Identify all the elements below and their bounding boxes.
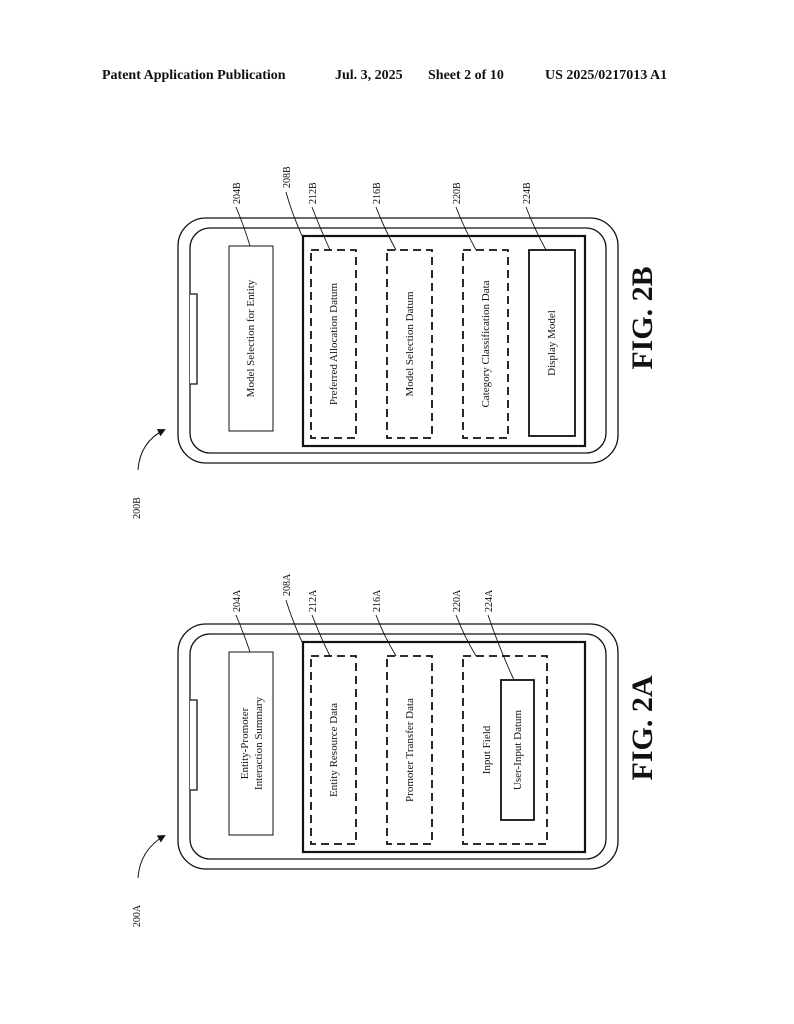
leader-204a bbox=[235, 614, 251, 653]
user-input-datum-label: User-Input Datum bbox=[512, 709, 524, 790]
interaction-summary-line2: Interaction Summary bbox=[253, 696, 265, 790]
user-input-datum-box bbox=[500, 679, 535, 821]
publication-label: Patent Application Publication bbox=[102, 68, 286, 83]
page-header: Patent Application Publication Jul. 3, 2… bbox=[0, 68, 794, 88]
display-model-box bbox=[528, 249, 576, 437]
allocation-datum-label: Preferred Allocation Datum bbox=[328, 282, 340, 405]
leader-208a bbox=[285, 599, 304, 645]
ref-212a: 212A bbox=[308, 589, 319, 612]
ref-200b: 200B bbox=[132, 497, 143, 519]
leader-204b bbox=[235, 206, 251, 247]
model-selection-label: Model Selection for Entity bbox=[245, 279, 257, 397]
main-panel-2b bbox=[301, 234, 587, 448]
leader-220b bbox=[455, 206, 477, 251]
ref-208a: 208A bbox=[282, 573, 293, 596]
leader-220a bbox=[455, 614, 477, 657]
ref-212b: 212B bbox=[308, 182, 319, 204]
interaction-summary-line1: Entity-Promoter bbox=[239, 707, 251, 779]
publication-number: US 2025/0217013 A1 bbox=[545, 68, 668, 83]
interaction-summary-box bbox=[228, 651, 274, 836]
model-selection-datum-box bbox=[386, 249, 433, 439]
leader-212b bbox=[311, 206, 331, 251]
leader-216b bbox=[375, 206, 397, 251]
category-classification-box bbox=[462, 249, 509, 439]
ref-220b: 220B bbox=[452, 182, 463, 204]
ref-224b: 224B bbox=[522, 182, 533, 204]
ref-208b: 208B bbox=[282, 166, 293, 188]
entity-resource-box bbox=[310, 655, 357, 845]
input-field-box bbox=[462, 655, 548, 845]
promoter-transfer-box bbox=[386, 655, 433, 845]
allocation-datum-box bbox=[310, 249, 357, 439]
figure-2b: Model Selection for Entity Preferred All… bbox=[132, 166, 659, 519]
leader-224b bbox=[525, 206, 547, 251]
promoter-transfer-label: Promoter Transfer Data bbox=[404, 698, 416, 802]
ref-216b: 216B bbox=[372, 182, 383, 204]
publication-date: Jul. 3, 2025 bbox=[335, 68, 403, 83]
input-field-label: Input Field bbox=[481, 725, 493, 774]
arrow-200b bbox=[137, 429, 166, 471]
leader-216a bbox=[375, 614, 397, 657]
ref-224a: 224A bbox=[484, 589, 495, 612]
device-outline-2a bbox=[177, 623, 619, 870]
device-notch-2a bbox=[190, 699, 198, 791]
ref-204a: 204A bbox=[232, 589, 243, 612]
ref-204b: 204B bbox=[232, 182, 243, 204]
arrow-200a bbox=[137, 834, 166, 879]
sheet-number: Sheet 2 of 10 bbox=[428, 68, 504, 83]
device-outline-2b bbox=[177, 217, 619, 464]
entity-resource-label: Entity Resource Data bbox=[328, 703, 340, 797]
main-panel-2a bbox=[301, 640, 587, 854]
device-notch-2b bbox=[190, 293, 198, 385]
figure-2b-caption: FIG. 2B bbox=[626, 266, 659, 369]
ref-200a: 200A bbox=[132, 904, 143, 927]
leader-208b bbox=[285, 191, 304, 239]
leader-224a bbox=[487, 614, 515, 681]
ref-220a: 220A bbox=[452, 589, 463, 612]
model-selection-box bbox=[228, 245, 274, 432]
figure-2a: Entity-Promoter Interaction Summary Enti… bbox=[132, 573, 659, 927]
ref-216a: 216A bbox=[372, 589, 383, 612]
leader-212a bbox=[311, 614, 331, 657]
category-classification-label: Category Classification Data bbox=[480, 280, 492, 407]
model-selection-datum-label: Model Selection Datum bbox=[404, 291, 416, 397]
figure-2a-caption: FIG. 2A bbox=[626, 675, 659, 780]
display-model-label: Display Model bbox=[546, 310, 558, 376]
